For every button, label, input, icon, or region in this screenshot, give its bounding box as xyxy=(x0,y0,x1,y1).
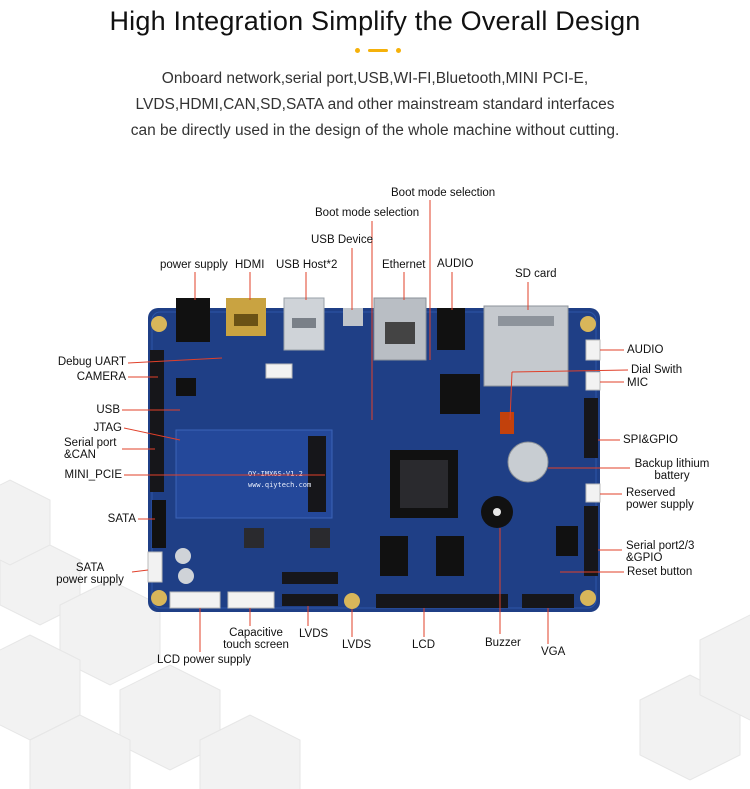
mounting-hole xyxy=(580,316,596,332)
page-title: High Integration Simplify the Overall De… xyxy=(109,6,641,36)
label-lvds-2: LVDS xyxy=(342,639,372,651)
touch-screen-connector xyxy=(227,591,275,609)
silkscreen-model: OY-IMX6S-V1.2 xyxy=(248,470,303,478)
lvds-header-2 xyxy=(282,594,338,606)
label-debug-uart: Debug UART xyxy=(57,356,126,368)
label-mini-pcie: MINI_PCIE xyxy=(64,469,122,481)
description-line: Onboard network,serial port,USB,WI-FI,Bl… xyxy=(161,70,589,87)
usb-device-connector xyxy=(343,308,363,326)
label-camera: CAMERA xyxy=(76,371,126,383)
label-sata-power-2: power supply xyxy=(56,574,124,586)
label-sata-power-1: SATA xyxy=(75,562,105,574)
mounting-hole xyxy=(344,593,360,609)
label-serial-gpio-2: &GPIO xyxy=(626,552,663,564)
ethernet-phy-chip xyxy=(440,374,480,414)
label-serial-can-2: &CAN xyxy=(64,449,96,461)
sata-connector xyxy=(152,500,166,548)
label-usb: USB xyxy=(96,404,120,416)
inductor xyxy=(244,528,264,548)
capacitor xyxy=(178,568,194,584)
capacitor xyxy=(175,548,191,564)
label-boot-mode-second: Boot mode selection xyxy=(315,207,420,219)
title-divider xyxy=(355,48,401,53)
label-hdmi: HDMI xyxy=(235,259,265,271)
mounting-hole xyxy=(580,590,596,606)
label-capacitive-2: touch screen xyxy=(223,639,289,651)
label-reset-button: Reset button xyxy=(627,566,693,578)
label-sata: SATA xyxy=(107,513,136,525)
sata-power-connector xyxy=(147,551,163,583)
label-serial-gpio-1: Serial port2/3 xyxy=(626,540,695,552)
label-vga: VGA xyxy=(541,646,566,658)
debug-connector xyxy=(265,363,293,379)
label-reserved-power-1: Reserved xyxy=(626,487,676,499)
label-mic: MIC xyxy=(627,377,649,389)
label-dial-switch: Dial Swith xyxy=(631,364,683,376)
label-sd-card: SD card xyxy=(515,268,557,280)
vga-header xyxy=(522,594,574,608)
label-backup-battery-2: battery xyxy=(654,470,690,482)
label-power-supply: power supply xyxy=(160,259,228,271)
label-serial-can-1: Serial port xyxy=(64,437,117,449)
label-buzzer: Buzzer xyxy=(485,637,521,649)
memory-chip xyxy=(380,536,408,576)
label-lcd: LCD xyxy=(412,639,436,651)
label-usb-device: USB Device xyxy=(311,234,373,246)
backup-battery xyxy=(507,441,549,483)
label-audio-right: AUDIO xyxy=(627,344,664,356)
audio-connector-right xyxy=(585,339,601,361)
label-ethernet: Ethernet xyxy=(382,259,426,271)
mounting-hole xyxy=(151,316,167,332)
mini-pcie-slot xyxy=(175,429,333,519)
serial-gpio-header xyxy=(584,506,598,576)
label-capacitive-1: Capacitive xyxy=(229,627,283,639)
memory-chip xyxy=(436,536,464,576)
label-jtag: JTAG xyxy=(93,422,122,434)
dial-switch xyxy=(500,412,514,434)
usb-hub-chip xyxy=(176,378,196,396)
label-spi-gpio: SPI&GPIO xyxy=(623,434,678,446)
inductor xyxy=(310,528,330,548)
audio-jack xyxy=(437,308,465,350)
lcd-power-connector xyxy=(169,591,221,609)
label-boot-mode-top: Boot mode selection xyxy=(391,187,496,199)
lvds-header-1 xyxy=(282,572,338,584)
lcd-header xyxy=(376,594,508,608)
description: Onboard network,serial port,USB,WI-FI,Bl… xyxy=(0,66,750,144)
label-reserved-power-2: power supply xyxy=(626,499,694,511)
description-line: LVDS,HDMI,CAN,SD,SATA and other mainstre… xyxy=(135,96,615,113)
description-line: can be directly used in the design of th… xyxy=(130,122,620,139)
power-jack xyxy=(176,298,210,342)
reserved-power-connector xyxy=(585,483,601,503)
label-audio-top: AUDIO xyxy=(437,258,474,270)
label-lvds-1: LVDS xyxy=(299,628,329,640)
label-lcd-power: LCD power supply xyxy=(157,654,251,666)
label-backup-battery-1: Backup lithium xyxy=(634,458,710,470)
label-usb-host: USB Host*2 xyxy=(276,259,338,271)
camera-header xyxy=(150,350,164,492)
mounting-hole xyxy=(151,590,167,606)
spi-gpio-header xyxy=(584,398,598,458)
mic-connector xyxy=(585,371,601,391)
emmc-chip xyxy=(556,526,578,556)
silkscreen-url: www.qiytech.com xyxy=(248,481,311,489)
